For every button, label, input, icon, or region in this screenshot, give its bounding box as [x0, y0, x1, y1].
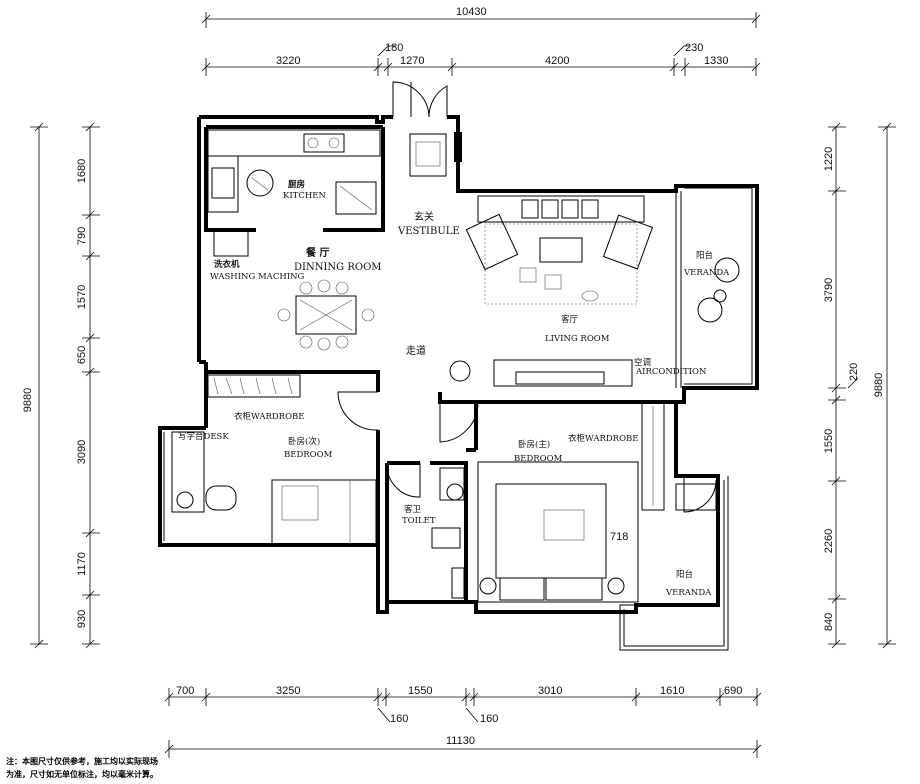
note-line-2: 为准，尺寸如无单位标注，均以毫米计算。 [6, 770, 158, 779]
furniture [171, 129, 740, 603]
top-dimensions [201, 12, 761, 76]
wardrobe-right-label: 衣柜WARDROBE [568, 433, 639, 444]
bedroom2-label-cn: 卧房(次) [288, 436, 320, 447]
walls [158, 115, 759, 651]
dim-left-5: 3090 [76, 440, 88, 464]
dim-right-total: 9880 [873, 373, 885, 397]
dim-right-3: 220 [848, 363, 860, 381]
toilet-label-en: TOILET [402, 516, 436, 526]
dim-left-2: 790 [76, 227, 88, 245]
dim-bot-3: 1550 [408, 685, 432, 697]
toilet-label-cn: 客卫 [404, 504, 422, 515]
dim-left-6: 1170 [76, 552, 88, 576]
note-line-1: 注：本图尺寸仅供参考，施工均以实际现场 [6, 757, 158, 766]
dim-bot-2: 3250 [276, 685, 300, 697]
washing-label-cn: 洗衣机 [214, 259, 240, 270]
dim-top-3: 1270 [400, 55, 424, 67]
kitchen-label-cn: 厨房 [288, 179, 305, 190]
dim-top-1: 3220 [276, 55, 300, 67]
bottom-dimensions [164, 688, 762, 758]
dim-bot-4: 3010 [538, 685, 562, 697]
aircon-label-cn: 空调 [634, 357, 651, 368]
kitchen-label-en: KITCHEN [283, 191, 326, 201]
dim-top-5: 230 [685, 42, 703, 54]
vestibule-label-cn: 玄关 [414, 210, 434, 223]
aircon-label-en: AIRCONDITION [635, 367, 707, 377]
dim-bot-1: 700 [176, 685, 194, 697]
left-dimension-labels: 9880 1680 790 1570 650 3090 1170 930 [22, 159, 88, 628]
dim-misc: 718 [610, 531, 628, 543]
dim-right-5: 2260 [823, 529, 835, 553]
right-dimension-labels: 1220 3790 220 1550 2260 840 9880 [823, 147, 885, 631]
corridor-label: 走道 [406, 344, 426, 357]
bedroom1-label-cn: 卧房(主) [518, 439, 550, 450]
room-labels: 厨房 KITCHEN 玄关 VESTIBULE 餐 厅 DINNING ROOM… [178, 179, 730, 598]
bedroom2-label-en: BEDROOM [284, 450, 333, 460]
dim-right-1: 1220 [823, 147, 835, 171]
bottom-dimension-labels: 700 3250 1550 3010 1610 690 160 160 1113… [176, 685, 742, 747]
living-label-cn: 客厅 [561, 314, 579, 325]
left-dimensions [30, 122, 100, 649]
doors [337, 81, 717, 513]
dim-bot-total: 11130 [446, 735, 475, 747]
veranda-label-cn: 阳台 [696, 250, 713, 261]
dim-left-7: 930 [76, 610, 88, 628]
dim-bot-small-2: 160 [480, 713, 498, 725]
dim-top-4: 4200 [545, 55, 569, 67]
dim-bot-5: 1610 [660, 685, 684, 697]
dim-right-6: 840 [823, 613, 835, 631]
dim-bot-small-1: 160 [390, 713, 408, 725]
living-label-en: LIVING ROOM [545, 334, 610, 344]
dim-bot-6: 690 [724, 685, 742, 697]
dim-left-3: 1570 [76, 285, 88, 309]
veranda2-label-cn: 阳台 [676, 569, 693, 580]
right-dimensions [828, 122, 896, 649]
dim-top-total: 10430 [456, 6, 487, 18]
dim-right-4: 1550 [823, 429, 835, 453]
veranda2-label-en: VERANDA [665, 588, 712, 598]
dim-left-4: 650 [76, 346, 88, 364]
washing-label-en: WASHING MACHING [210, 272, 305, 282]
bedroom1-label-en: BEDROOM [514, 454, 563, 464]
dining-label-en: DINNING ROOM [294, 262, 382, 273]
veranda-label-en: VERANDA [683, 268, 730, 278]
dim-right-2: 3790 [823, 278, 835, 302]
desk-label: 写字台DESK [178, 431, 229, 442]
dim-left-1: 1680 [76, 159, 88, 183]
dim-left-total: 9880 [22, 388, 34, 412]
dim-top-2: 180 [385, 42, 403, 54]
dining-label-cn: 餐 厅 [305, 246, 329, 259]
dim-top-6: 1330 [704, 55, 728, 67]
top-dimension-labels: 10430 3220 180 1270 4200 230 1330 [276, 6, 728, 67]
wardrobe-left-label: 衣柜WARDROBE [234, 411, 305, 422]
vestibule-label-en: VESTIBULE [397, 226, 460, 237]
